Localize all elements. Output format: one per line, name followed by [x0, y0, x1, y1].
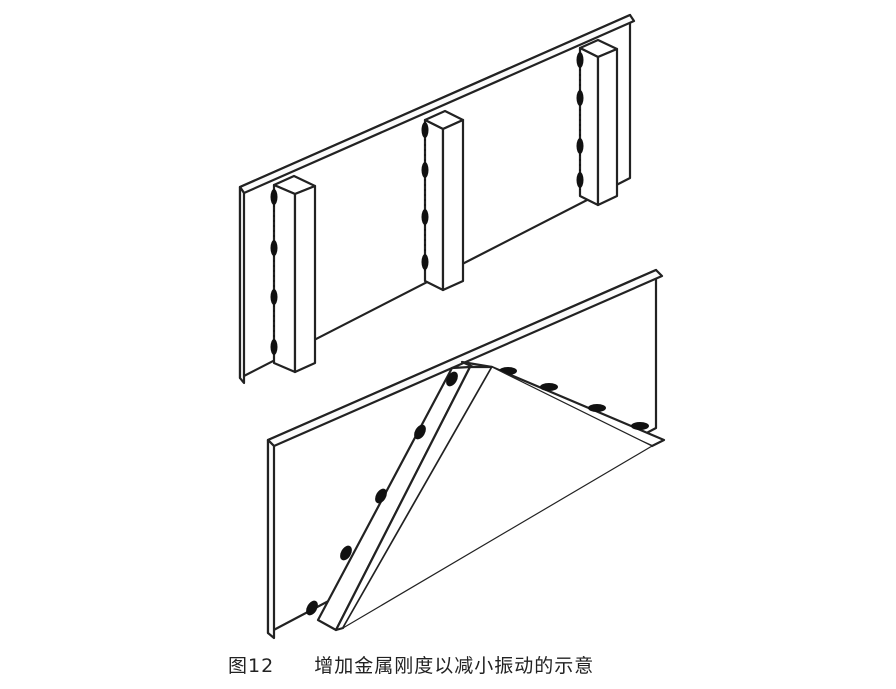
- brace-diagonal-welds: [306, 371, 458, 616]
- upper-stiffener-1-welds: [270, 189, 278, 355]
- lower-assembly: [266, 268, 666, 640]
- brace-top-leg-welds: [499, 367, 649, 430]
- upper-stiffener-2: [421, 109, 465, 292]
- brace-web: [341, 366, 654, 630]
- upper-assembly: [238, 13, 636, 385]
- upper-stiffener-2-welds: [421, 122, 429, 272]
- upper-stiffener-1: [270, 174, 317, 374]
- upper-stiffener-3: [576, 38, 619, 207]
- upper-plate-side-edge: [238, 185, 246, 385]
- figure-title: 增加金属刚度以减小振动的示意: [314, 654, 595, 677]
- lower-plate-side-edge: [266, 438, 276, 640]
- figure-caption: 图12 增加金属刚度以减小振动的示意: [228, 650, 594, 678]
- upper-stiffener-3-welds: [576, 52, 584, 190]
- figure-number: 图12: [228, 654, 275, 677]
